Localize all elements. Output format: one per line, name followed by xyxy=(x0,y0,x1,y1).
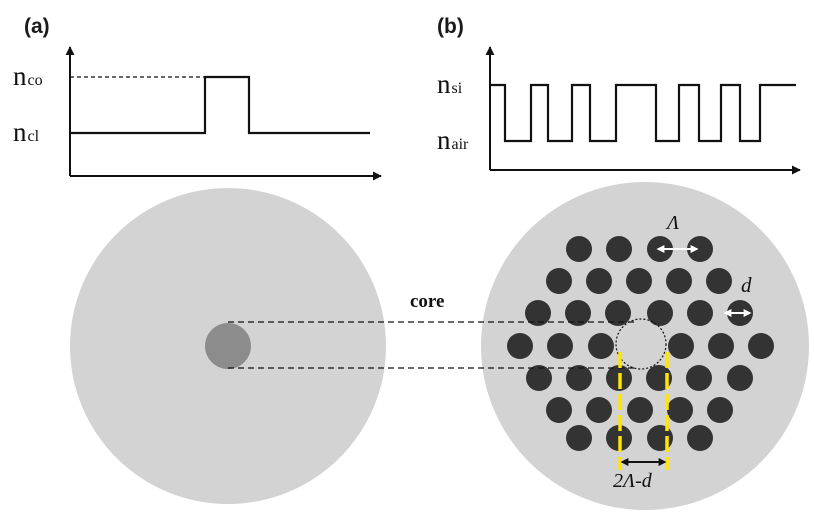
air-hole xyxy=(586,397,612,423)
air-hole xyxy=(525,300,551,326)
air-hole xyxy=(647,425,673,451)
step-index-profile xyxy=(70,75,370,135)
pcf-missing-hole-core xyxy=(615,318,667,370)
air-hole xyxy=(687,300,713,326)
pitch-label: Λ xyxy=(665,212,679,234)
panel-label-b: (b) xyxy=(437,15,464,38)
air-hole xyxy=(748,333,774,359)
air-hole xyxy=(667,397,693,423)
n-cl-label: ncl xyxy=(13,117,40,147)
air-hole xyxy=(707,397,733,423)
air-hole xyxy=(546,397,572,423)
air-hole xyxy=(588,333,614,359)
air-hole xyxy=(626,268,652,294)
step-fiber-core xyxy=(205,323,251,369)
n-co-label: nco xyxy=(13,61,43,91)
air-hole-lattice xyxy=(507,236,774,451)
air-hole xyxy=(507,333,533,359)
air-hole xyxy=(605,300,631,326)
panel-label-a: (a) xyxy=(24,15,50,38)
air-hole xyxy=(668,333,694,359)
air-hole xyxy=(687,425,713,451)
air-hole xyxy=(566,365,592,391)
air-hole xyxy=(547,333,573,359)
air-hole xyxy=(565,300,591,326)
air-hole xyxy=(686,365,712,391)
profile-plot-a xyxy=(65,46,382,181)
air-hole xyxy=(566,236,592,262)
air-hole xyxy=(706,268,732,294)
air-hole xyxy=(566,425,592,451)
n-si-label: nsi xyxy=(437,69,463,99)
n-air-label: nair xyxy=(437,125,469,155)
hole-diameter-label: d xyxy=(741,273,752,297)
air-hole xyxy=(627,397,653,423)
pcf-index-profile xyxy=(490,83,796,143)
air-hole xyxy=(606,236,632,262)
air-hole xyxy=(708,333,734,359)
air-hole xyxy=(586,268,612,294)
air-hole xyxy=(546,268,572,294)
core-width-label: 2Λ-d xyxy=(613,470,653,492)
air-hole xyxy=(647,300,673,326)
air-hole xyxy=(687,236,713,262)
profile-plot-b xyxy=(485,46,801,175)
air-hole xyxy=(526,365,552,391)
air-hole xyxy=(666,268,692,294)
air-hole xyxy=(727,365,753,391)
core-label: core xyxy=(410,291,444,312)
pcf-cladding xyxy=(481,182,809,510)
